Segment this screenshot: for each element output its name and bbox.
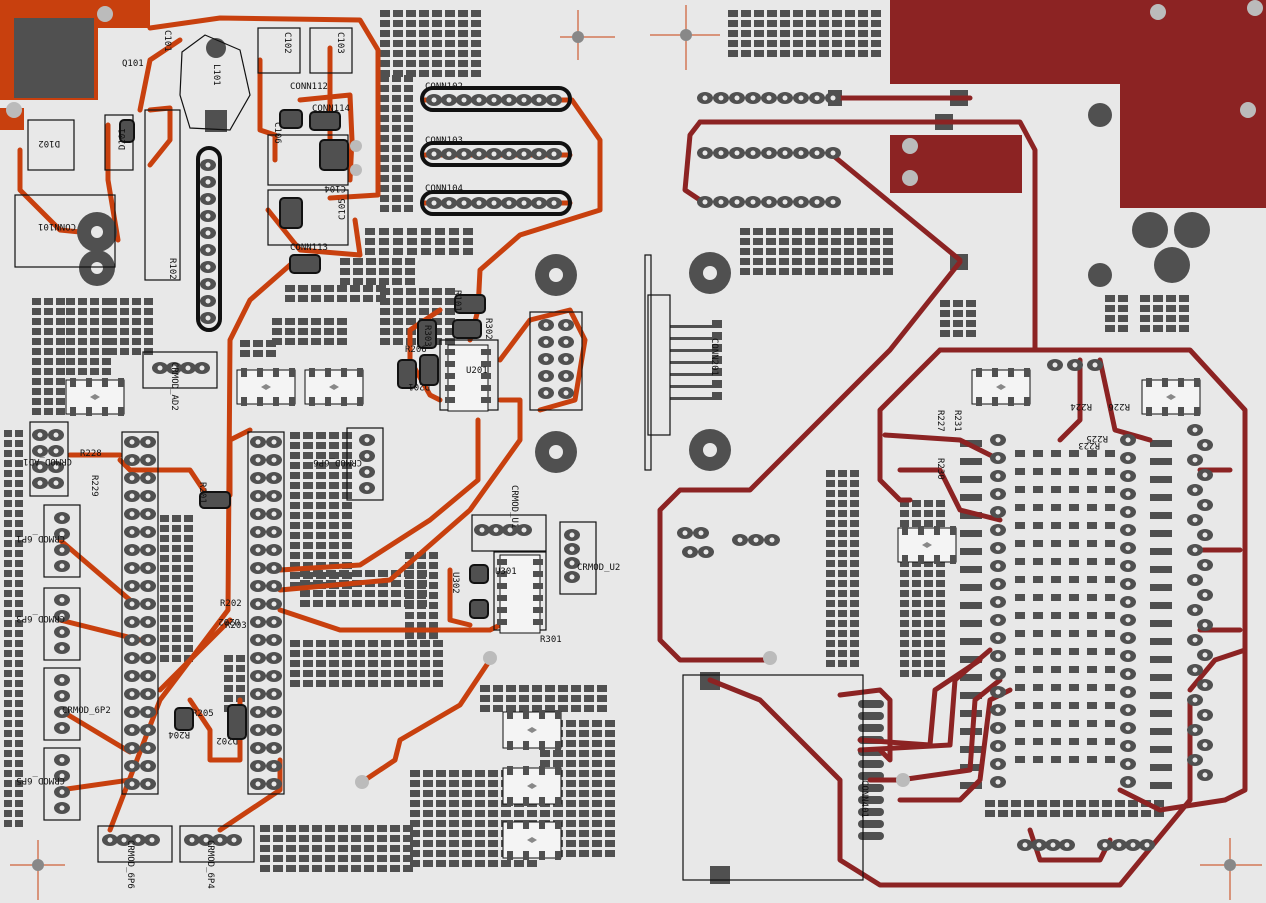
- label-q101: Q101: [122, 59, 144, 69]
- label-r204: R204: [168, 729, 190, 739]
- label-c104: C104: [324, 183, 346, 193]
- label-conn113: CONN113: [290, 243, 328, 253]
- label-r225: R225: [1086, 433, 1108, 443]
- label-cr-6p2: CRMOD_6P2: [62, 706, 111, 716]
- label-r301: R301: [540, 635, 562, 645]
- label-d102: D102: [38, 138, 60, 148]
- label-cr-ad2: CRMOD_AD2: [169, 362, 179, 411]
- label-cr-u2: CRMOD_U2: [577, 563, 620, 573]
- label-conn103: CONN103: [425, 136, 463, 146]
- label-r231: R231: [952, 410, 962, 432]
- label-r101: R101: [452, 290, 462, 312]
- bottom-copper-pour: [890, 0, 1266, 208]
- label-c103: C103: [335, 32, 345, 54]
- bottom-copper-traces: [657, 95, 1248, 888]
- conn103-pin-strip: [420, 141, 572, 167]
- label-r102: R102: [167, 258, 177, 280]
- ic-packages: [65, 109, 1201, 860]
- label-c101: C101: [162, 30, 172, 52]
- label-cr-6p1: CRMOD_6P1: [16, 533, 65, 543]
- label-r303: R303: [422, 325, 432, 347]
- through-hole-pads: [32, 92, 1213, 851]
- label-d101: D101: [118, 128, 128, 150]
- label-r206: R206: [405, 345, 427, 355]
- conn102-pin-strip: [420, 86, 572, 112]
- label-r229: R229: [89, 475, 99, 497]
- label-cr-6p6-alt: CRMOD_6P6: [313, 457, 362, 467]
- label-r227: R227: [935, 410, 945, 432]
- silkscreen-labels: CONN102 CONN103 CONN104 CONN112 CONN114 …: [16, 30, 1130, 889]
- label-r228: R228: [80, 449, 102, 459]
- fiducial-dots: [6, 0, 1263, 871]
- label-conn114: CONN114: [312, 104, 350, 114]
- label-cr-6p4: CRMOD_6P4: [205, 840, 215, 889]
- label-c102: C102: [282, 32, 292, 54]
- label-conn102: CONN102: [425, 82, 463, 92]
- label-r224: R224: [1070, 401, 1092, 411]
- label-cr-6p3: CRMOD_6P3: [16, 613, 65, 623]
- label-conn201: CONN201: [709, 338, 719, 376]
- label-u202: U202: [218, 616, 240, 626]
- label-u201: U201: [466, 366, 488, 376]
- label-r201: R201: [197, 482, 207, 504]
- label-d201: D201: [408, 381, 430, 391]
- label-conn401: CONN401: [859, 780, 869, 818]
- label-r230: R230: [935, 458, 945, 480]
- label-r203: R203: [225, 621, 247, 631]
- label-conn104: CONN104: [425, 184, 463, 194]
- conn104-pin-strip: [420, 190, 572, 216]
- mounting-holes: [77, 38, 1210, 473]
- vertical-header-strip: [196, 146, 222, 332]
- label-c106: C106: [272, 122, 282, 144]
- label-c105: C105: [338, 198, 348, 220]
- label-conn101: CONN101: [38, 221, 76, 231]
- label-conn112: CONN112: [290, 82, 328, 92]
- label-r223: R223: [1078, 440, 1100, 450]
- label-l101: L101: [211, 64, 221, 86]
- label-u301: U301: [495, 567, 517, 577]
- label-cr-u1: CRMOD_U1: [509, 485, 519, 528]
- label-r226: R226: [1108, 401, 1130, 411]
- label-d202: D202: [216, 735, 238, 745]
- label-cr-6p5: CRMOD_6P5: [16, 775, 65, 785]
- label-cr-6p6: CRMOD_6P6: [125, 840, 135, 889]
- label-r202: R202: [220, 599, 242, 609]
- label-cr-ad1: CRMOD_AD1: [23, 456, 72, 466]
- label-r302: R302: [483, 318, 493, 340]
- component-outlines: [14, 27, 864, 881]
- label-r205: R205: [192, 709, 214, 719]
- label-u302: U302: [450, 572, 460, 594]
